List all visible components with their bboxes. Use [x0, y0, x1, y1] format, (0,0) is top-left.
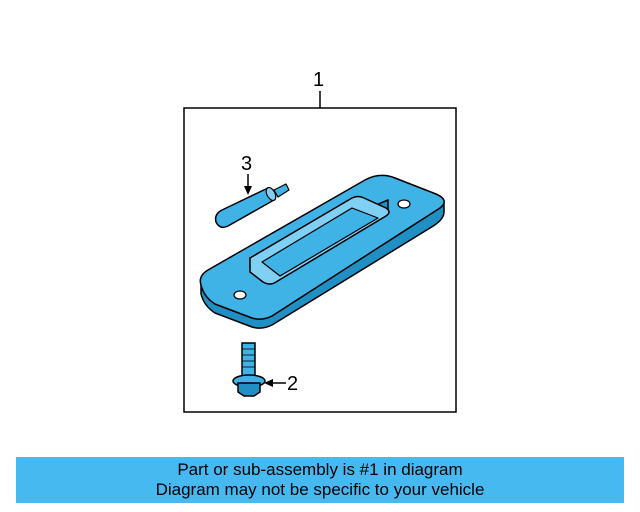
callout-2: 2 — [287, 373, 298, 395]
bulb-glass — [214, 187, 275, 229]
callout-3: 3 — [241, 153, 252, 175]
info-banner: Part or sub-assembly is #1 in diagram Di… — [16, 457, 624, 503]
bolt-shank — [241, 342, 256, 378]
banner-line-2: Diagram may not be specific to your vehi… — [155, 480, 485, 499]
bulb[interactable] — [214, 183, 290, 229]
callout-1: 1 — [313, 69, 324, 91]
bolt-head — [237, 382, 261, 397]
callout-2-arrowhead — [264, 379, 273, 387]
mounting-bolt[interactable] — [232, 342, 266, 397]
bulb-tip — [273, 183, 290, 198]
lamp-housing[interactable] — [199, 174, 445, 329]
callout-3-arrowhead — [244, 186, 252, 195]
banner-line-1: Part or sub-assembly is #1 in diagram — [177, 460, 463, 479]
lens-window — [261, 207, 379, 277]
mount-hole-right — [397, 199, 411, 209]
mount-hole-left — [233, 290, 247, 300]
